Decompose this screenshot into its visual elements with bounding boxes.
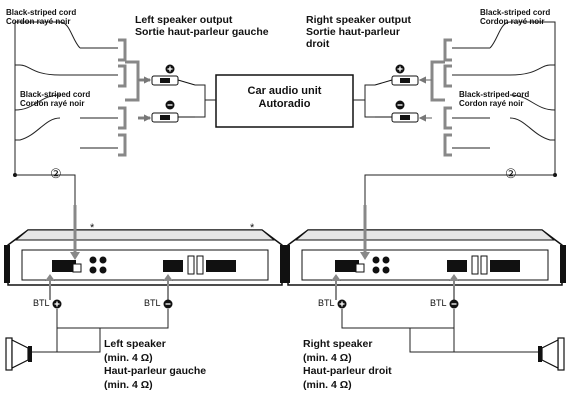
right-spk-line2: (min. 4 Ω) — [303, 351, 352, 364]
unit-line1: Car audio unit — [247, 85, 322, 97]
btl-plus-label-right: BTL — [318, 298, 335, 308]
right-output-line1: Right speaker output — [306, 14, 412, 26]
right-speaker-output-label: Right speaker output Sortie haut-parleur… — [306, 14, 411, 50]
left-spk-line4: (min. 4 Ω) — [104, 378, 153, 391]
btl-plus-icon-left — [52, 299, 62, 309]
car-audio-unit-box — [215, 74, 354, 128]
cord-label-top-left: Black-striped cord Cordon rayé noir — [6, 8, 76, 26]
right-output-line3: droit — [306, 38, 330, 51]
circle-2-left-marker — [13, 173, 50, 177]
left-cord-brackets — [118, 38, 150, 157]
car-audio-unit-label: Car audio unit Autoradio — [216, 85, 353, 110]
left-output-line2: Sortie haut-parleur gauche — [135, 26, 269, 39]
right-output-line2: Sortie haut-parleur — [306, 26, 400, 39]
cord-label-en: Black-striped cord — [480, 8, 551, 17]
btl-plus-icon-right — [337, 299, 347, 309]
cord-label-fr: Cordon rayé noir — [20, 99, 85, 109]
cord-label-fr: Cordon rayé noir — [459, 99, 524, 109]
btl-minus-icon-left — [163, 299, 173, 309]
circle-2-right: ② — [505, 166, 517, 181]
btl-minus-label-left: BTL — [144, 298, 161, 308]
right-spk-line4: (min. 4 Ω) — [303, 378, 352, 391]
btl-minus-icon-right — [449, 299, 459, 309]
left-spk-line2: (min. 4 Ω) — [104, 351, 153, 364]
right-spk-line3: Haut-parleur droit — [303, 365, 392, 378]
cord-label-mid-left: Black-striped cord Cordon rayé noir — [20, 90, 90, 108]
cord-label-en: Black-striped cord — [459, 90, 530, 99]
asterisk-right: * — [250, 222, 255, 234]
cord-label-top-right: Black-striped cord Cordon rayé noir — [480, 8, 550, 26]
cord-label-fr: Cordon rayé noir — [6, 17, 71, 27]
left-speaker-label: Left speaker (min. 4 Ω) Haut-parleur gau… — [104, 338, 206, 393]
right-speaker-label: Right speaker (min. 4 Ω) Haut-parleur dr… — [303, 338, 392, 393]
right-rca-plug-minus — [375, 100, 419, 123]
left-spk-line3: Haut-parleur gauche — [104, 365, 207, 378]
left-speaker-wiring — [14, 21, 216, 205]
btl-plus-label-left: BTL — [33, 298, 50, 308]
left-spk-line1: Left speaker — [104, 338, 166, 350]
right-spk-line1: Right speaker — [303, 338, 373, 350]
cord-label-en: Black-striped cord — [6, 8, 77, 17]
cord-label-en: Black-striped cord — [20, 90, 91, 99]
right-amplifier — [284, 229, 566, 286]
left-speaker-icon — [5, 337, 32, 371]
asterisk-left: * — [90, 222, 95, 234]
cord-label-mid-right: Black-striped cord Cordon rayé noir — [459, 90, 529, 108]
left-rca-plug-minus — [151, 100, 195, 123]
left-output-line1: Left speaker output — [135, 14, 233, 26]
right-rca-plug-plus — [374, 64, 419, 86]
btl-minus-label-right: BTL — [430, 298, 447, 308]
left-amplifier — [4, 229, 286, 286]
right-speaker-icon — [538, 337, 565, 371]
left-rca-plug-plus — [151, 64, 196, 86]
circle-2-right-marker — [520, 173, 557, 177]
cord-label-fr: Cordon rayé noir — [480, 17, 545, 27]
circle-2-left: ② — [50, 166, 62, 181]
unit-line2: Autoradio — [258, 97, 311, 110]
right-cord-brackets — [430, 38, 452, 157]
left-speaker-output-label: Left speaker output Sortie haut-parleur … — [135, 14, 269, 38]
